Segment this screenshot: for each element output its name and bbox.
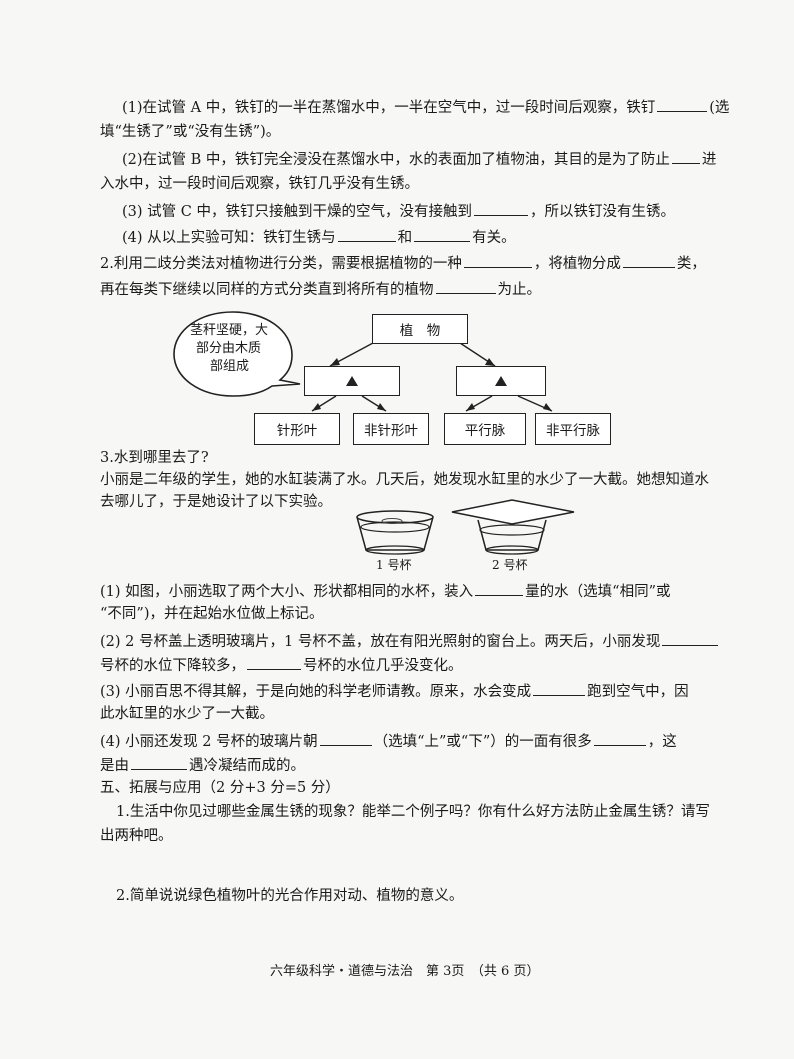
q3-intro-1: 小丽是二年级的学生，她的水缸装满了水。几天后，她发现水缸里的水少了一大截。她想知…: [100, 472, 709, 488]
q3-s4-line1: (4) 小丽还发现 2 号杯的玻璃片朝（选填“上”或“下”）的一面有很多，这: [100, 730, 677, 752]
cup-1: [356, 510, 434, 555]
q1-line1: (1)在试管 A 中，铁钉的一半在蒸馏水中，一半在空气中，过一段时间后观察，铁钉…: [122, 96, 729, 118]
answer-blank[interactable]: [247, 654, 301, 670]
answer-blank[interactable]: [131, 754, 187, 770]
answer-blank[interactable]: [475, 580, 524, 596]
answer-blank[interactable]: [622, 252, 675, 268]
section5-q2: 2.简单说说绿色植物叶的光合作用对动、植物的意义。: [116, 888, 464, 904]
node-blank-right[interactable]: [456, 366, 546, 396]
q3-s2-line2: 号杯的水位下降较多，号杯的水位几乎没变化。: [100, 654, 463, 676]
q3-s1-line1: (1) 如图，小丽选取了两个大小、形状都相同的水杯，装入量的水（选填“相同”或: [100, 580, 670, 602]
answer-blank[interactable]: [657, 96, 708, 112]
cup-1-label: 1 号杯: [376, 558, 412, 572]
answer-blank[interactable]: [671, 148, 700, 164]
q3-s2-line1: (2) 2 号杯盖上透明玻璃片，1 号杯不盖，放在有阳光照射的窗台上。两天后，小…: [100, 630, 720, 652]
answer-blank[interactable]: [337, 226, 396, 242]
section5-title: 五、拓展与应用（2 分+3 分=5 分）: [100, 780, 340, 796]
node-parallel-vein: 平行脉: [444, 413, 526, 445]
section5-q1-line2: 出两种吧。: [100, 828, 173, 844]
speech-bubble: [173, 311, 301, 397]
q3-intro-2: 去哪儿了，于是她设计了以下实验。: [100, 494, 332, 510]
node-needle-leaf: 针形叶: [254, 413, 340, 445]
bubble-line-1: 茎秆坚硬，大: [190, 323, 269, 338]
answer-blank[interactable]: [463, 252, 532, 268]
q4-line: (4) 从以上实验可知：铁钉生锈与和有关。: [122, 226, 516, 248]
section5-q1-line1: 1.生活中你见过哪些金属生锈的现象？能举二个例子吗？你有什么好方法防止金属生锈？…: [116, 804, 710, 820]
classify-line2: 再在每类下继续以同样的方式分类直到将所有的植物为止。: [100, 278, 541, 300]
q2-line1: (2)在试管 B 中，铁钉完全浸没在蒸馏水中，水的表面加了植物油，其目的是为了防…: [122, 148, 716, 170]
q3-s3-line2: 此水缸里的水少了一大截。: [100, 706, 274, 722]
classify-line1: 2.利用二歧分类法对植物进行分类，需要根据植物的一种，将植物分成类，: [100, 252, 706, 274]
answer-blank[interactable]: [414, 226, 471, 242]
q3-s1-line2: “不同”)，并在起始水位做上标记。: [100, 606, 324, 622]
answer-blank[interactable]: [533, 680, 586, 696]
q3-title: 3.水到哪里去了?: [100, 450, 209, 466]
node-non-parallel-vein: 非平行脉: [535, 413, 611, 445]
answer-blank[interactable]: [319, 730, 372, 746]
q3-s4-line2: 是由遇冷凝结而成的。: [100, 754, 305, 776]
node-plant: 植 物: [372, 314, 468, 344]
answer-blank[interactable]: [593, 730, 646, 746]
classification-diagram: [173, 311, 553, 412]
cups-illustration: [356, 499, 575, 555]
bubble-line-3: 部组成: [210, 359, 250, 374]
node-non-needle-leaf: 非针形叶: [353, 413, 429, 445]
answer-blank[interactable]: [473, 200, 528, 216]
q3-s3-line1: (3) 小丽百思不得其解，于是向她的科学老师请教。原来，水会变成跑到空气中，因: [100, 680, 689, 702]
triangle-icon: [346, 376, 358, 386]
answer-blank[interactable]: [662, 630, 719, 646]
page-footer: 六年级科学・道德与法治 第 3页 （共 6 页）: [270, 964, 540, 979]
node-blank-left[interactable]: [304, 366, 400, 396]
bubble-line-2: 部分由木质: [196, 341, 262, 356]
triangle-icon: [495, 376, 507, 386]
answer-blank[interactable]: [435, 278, 496, 294]
q2-line2: 入水中，过一段时间后观察，铁钉几乎没有生锈。: [100, 176, 419, 192]
q3-line: (3) 试管 C 中，铁钉只接触到干燥的空气，没有接触到，所以铁钉没有生锈。: [122, 200, 675, 222]
cup-2-label: 2 号杯: [492, 558, 528, 572]
q1-line2: 填“生锈了”或“没有生锈”)。: [100, 124, 281, 140]
glass-plate: [451, 499, 575, 525]
cup-2: [451, 499, 575, 555]
